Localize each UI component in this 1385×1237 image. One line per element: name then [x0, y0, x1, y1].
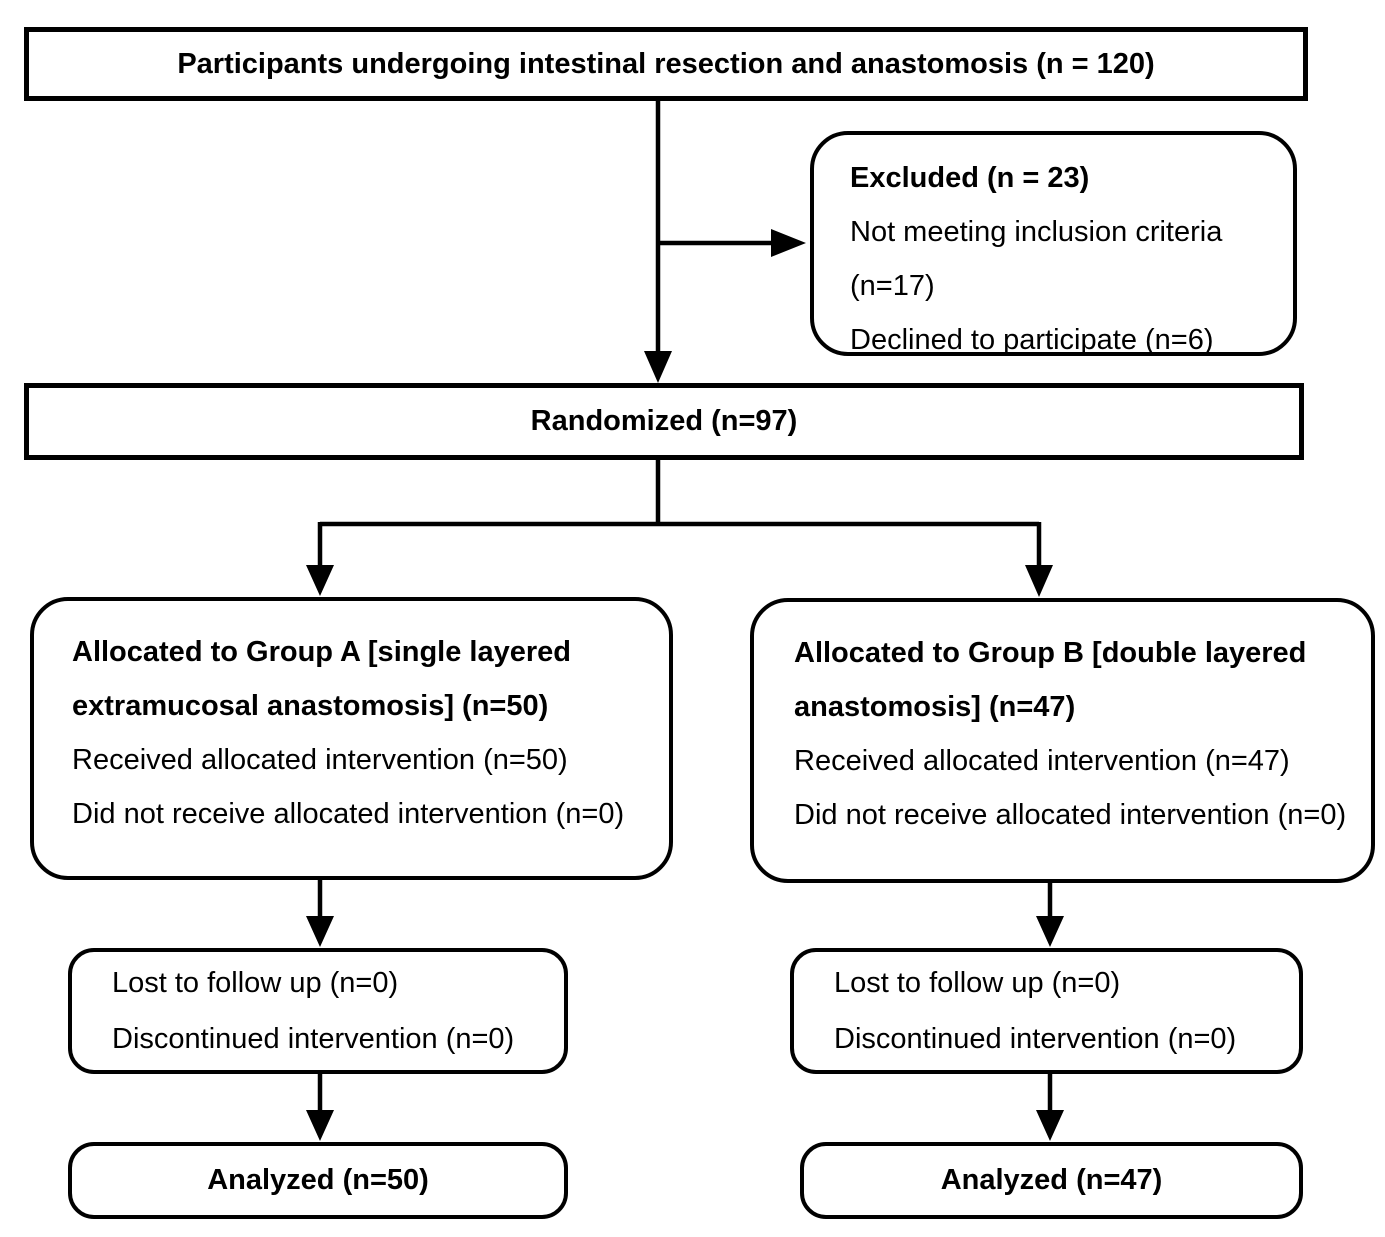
group-b-title: Allocated to Group B [double layered ana…	[794, 637, 1307, 723]
line-randomized-split	[320, 460, 1039, 527]
group-b-received-line: Received allocated intervention (n=47)	[794, 745, 1290, 777]
group-a-title: Allocated to Group A [single layered ext…	[72, 636, 571, 722]
analyzed-b-box: Analyzed (n=47)	[800, 1142, 1303, 1219]
excluded-line-not-meeting-criteria: Not meeting inclusion criteria (n=17)	[850, 216, 1223, 302]
enrollment-text: Participants undergoing intestinal resec…	[177, 47, 1155, 80]
group-a-not-received-line: Did not receive allocated intervention (…	[72, 798, 625, 830]
followup-b-box: Lost to follow up (n=0) Discontinued int…	[790, 948, 1303, 1074]
followup-b-lost-line: Lost to follow up (n=0)	[834, 967, 1121, 999]
arrow-split-to-group-b	[1025, 522, 1053, 597]
excluded-line-declined: Declined to participate (n=6)	[850, 324, 1214, 356]
group-b-not-received-line: Did not receive allocated intervention (…	[794, 799, 1347, 831]
arrow-group-a-to-followup-a	[306, 880, 334, 947]
enrollment-box: Participants undergoing intestinal resec…	[24, 27, 1308, 101]
group-a-received-line: Received allocated intervention (n=50)	[72, 744, 568, 776]
followup-a-lost-line: Lost to follow up (n=0)	[112, 967, 399, 999]
followup-a-box: Lost to follow up (n=0) Discontinued int…	[68, 948, 568, 1074]
arrow-group-b-to-followup-b	[1036, 883, 1064, 947]
analyzed-b-text: Analyzed (n=47)	[940, 1164, 1163, 1196]
analyzed-a-box: Analyzed (n=50)	[68, 1142, 568, 1219]
arrow-enrollment-to-randomized	[644, 101, 672, 383]
arrow-followup-b-to-analyzed-b	[1036, 1074, 1064, 1141]
excluded-box: Excluded (n = 23) Not meeting inclusion …	[810, 131, 1297, 356]
group-a-allocation-box: Allocated to Group A [single layered ext…	[30, 597, 673, 880]
arrow-enrollment-to-excluded	[658, 229, 806, 257]
followup-b-discontinued-line: Discontinued intervention (n=0)	[834, 1023, 1237, 1055]
randomized-text: Randomized (n=97)	[530, 405, 798, 437]
excluded-title: Excluded (n = 23)	[850, 162, 1090, 194]
group-b-allocation-box: Allocated to Group B [double layered ana…	[750, 598, 1375, 883]
arrow-split-to-group-a	[306, 522, 334, 596]
analyzed-a-text: Analyzed (n=50)	[207, 1164, 429, 1196]
followup-a-discontinued-line: Discontinued intervention (n=0)	[112, 1023, 515, 1055]
randomized-box: Randomized (n=97)	[24, 383, 1304, 460]
arrow-followup-a-to-analyzed-a	[306, 1074, 334, 1141]
